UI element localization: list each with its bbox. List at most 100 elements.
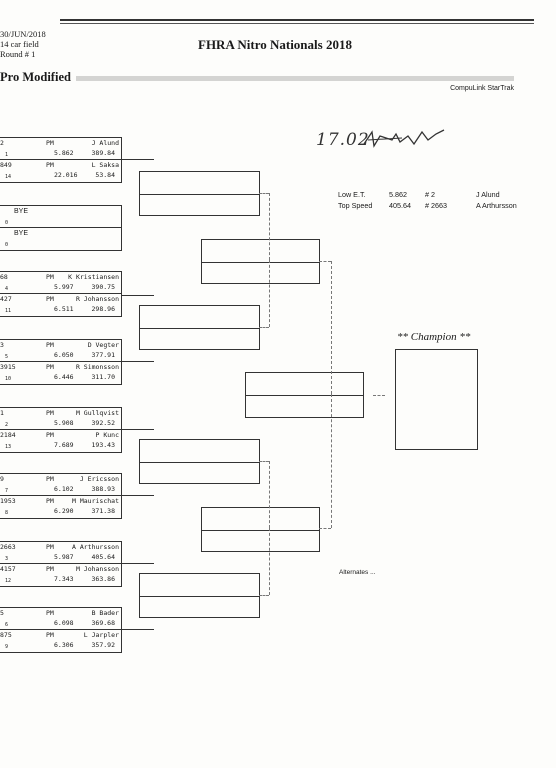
connector [259, 461, 269, 462]
class-code: PM [46, 295, 54, 303]
driver-name: L Jarpler [83, 631, 119, 639]
connector [122, 159, 154, 160]
connector [331, 261, 332, 394]
class-code: PM [46, 273, 54, 281]
seed-number: 11 [5, 308, 12, 314]
seed-number: 5 [5, 354, 9, 360]
connector [319, 528, 331, 529]
class-code: PM [46, 543, 54, 551]
seed-number: 8 [5, 510, 9, 516]
low-et-value: 5.862 [389, 190, 407, 199]
car-number: 4157 [0, 565, 16, 573]
connector [122, 361, 154, 362]
round2-box-3 [139, 439, 260, 484]
car-number: 68 [0, 273, 8, 281]
low-et-driver: J Alund [476, 190, 500, 199]
driver-name: D Vegter [87, 341, 119, 349]
driver-name: J Alund [91, 139, 119, 147]
speed-mph: 53.84 [95, 171, 115, 179]
top-speed-driver: A Arthursson [476, 201, 517, 210]
connector [259, 595, 269, 596]
connector [259, 193, 269, 194]
class-code: PM [46, 609, 54, 617]
elapsed-time: 6.102 [54, 485, 74, 493]
class-code: PM [46, 139, 54, 147]
champion-box [395, 349, 478, 450]
champion-label: ** Champion ** [397, 331, 471, 343]
speed-mph: 371.38 [91, 507, 115, 515]
event-info: 30/JUN/2018 14 car field Round # 1 [0, 29, 46, 59]
class-code: PM [46, 431, 54, 439]
seed-number: 0 [5, 242, 9, 248]
elapsed-time: 22.016 [54, 171, 78, 179]
elapsed-time: 5.862 [54, 149, 74, 157]
top-speed-value: 405.64 [389, 201, 411, 210]
connector [122, 495, 154, 496]
seed-number: 13 [5, 444, 12, 450]
system-name: CompuLink StarTrak [450, 85, 514, 92]
car-number: 3 [0, 341, 4, 349]
speed-mph: 390.75 [91, 283, 115, 291]
car-number: 1953 [0, 497, 16, 505]
driver-name: P Kunc [95, 431, 119, 439]
connector [122, 429, 154, 430]
elapsed-time: 5.987 [54, 553, 74, 561]
speed-mph: 298.96 [91, 305, 115, 313]
connector [269, 461, 270, 528]
seed-number: 14 [5, 174, 12, 180]
elapsed-time: 6.290 [54, 507, 74, 515]
seed-number: 3 [5, 556, 9, 562]
class-code: PM [46, 565, 54, 573]
car-number: 849 [0, 161, 12, 169]
elapsed-time: 6.306 [54, 641, 74, 649]
class-code: PM [46, 409, 54, 417]
elapsed-time: 7.689 [54, 441, 74, 449]
class-name: Pro Modified [0, 70, 71, 84]
class-code: PM [46, 341, 54, 349]
driver-name: A Arthursson [72, 543, 119, 551]
speed-mph: 193.43 [91, 441, 115, 449]
round2-box-4 [139, 573, 260, 618]
connector [269, 260, 270, 327]
top-rule-thin [60, 23, 534, 24]
seed-number: 10 [5, 376, 12, 382]
seed-number: 12 [5, 578, 12, 584]
class-code: PM [46, 161, 54, 169]
driver-name: M Maurischat [72, 497, 119, 505]
low-et-label: Low E.T. [338, 190, 366, 199]
driver-name: M Gullqvist [75, 409, 119, 417]
handwritten-signature [363, 129, 445, 148]
handwritten-note: 17.02 [316, 130, 370, 150]
connector [319, 261, 331, 262]
speed-mph: 389.84 [91, 149, 115, 157]
driver-name: K Kristiansen [68, 273, 119, 281]
seed-number: 0 [5, 220, 9, 226]
speed-mph: 405.64 [91, 553, 115, 561]
elapsed-time: 6.098 [54, 619, 74, 627]
speed-mph: 357.92 [91, 641, 115, 649]
car-number: 875 [0, 631, 12, 639]
speed-mph: 363.86 [91, 575, 115, 583]
elapsed-time: 5.908 [54, 419, 74, 427]
top-rule [60, 19, 534, 21]
event-date: 30/JUN/2018 [0, 29, 46, 39]
elapsed-time: 6.050 [54, 351, 74, 359]
seed-number: 9 [5, 644, 9, 650]
field-size: 14 car field [0, 39, 39, 49]
connector [373, 395, 385, 396]
speed-mph: 369.68 [91, 619, 115, 627]
semifinal-box-1 [201, 239, 320, 284]
connector [269, 528, 270, 595]
connector [122, 295, 154, 296]
speed-mph: 392.52 [91, 419, 115, 427]
connector [259, 327, 269, 328]
car-number: 3915 [0, 363, 16, 371]
car-number: 2663 [0, 543, 16, 551]
